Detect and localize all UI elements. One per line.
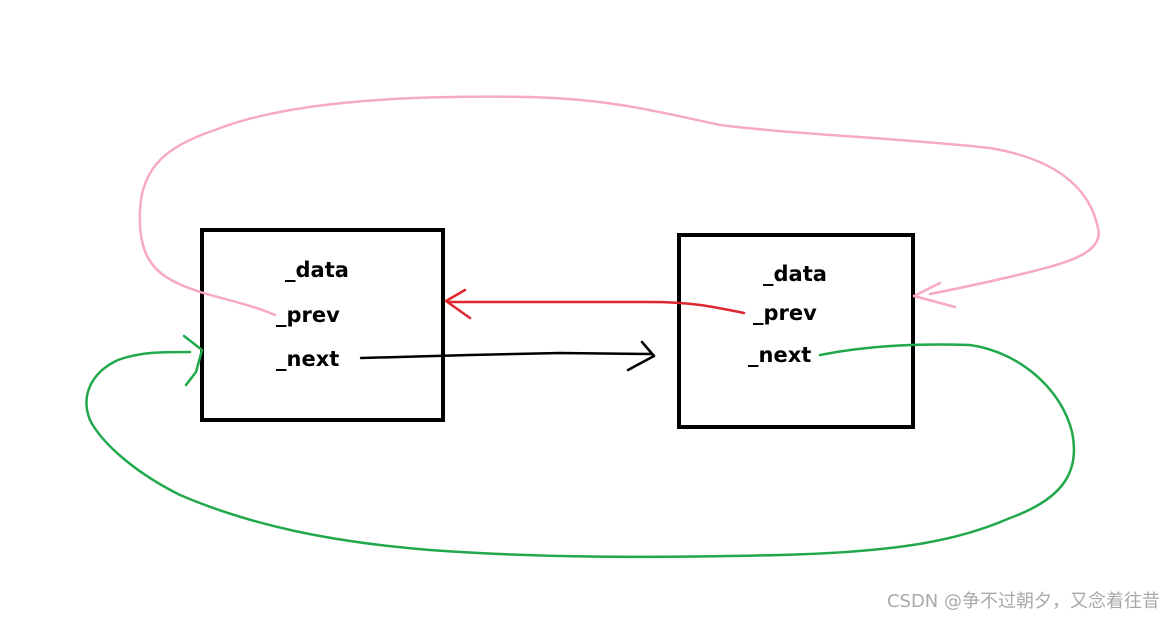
- node-2-box: [677, 233, 915, 429]
- node-1-prev-field: _prev: [276, 303, 340, 327]
- next-arrow-line: [359, 351, 654, 360]
- next-arrow-head: [626, 340, 656, 372]
- head-prev-loop: [138, 95, 1100, 317]
- tail-next-loop-head: [182, 334, 204, 387]
- node-1-box: [200, 228, 445, 422]
- node-1-next-field: _next: [276, 347, 339, 371]
- prev-arrow: [444, 288, 746, 320]
- head-prev-loop-line: [138, 95, 1100, 317]
- node-2-next-field: _next: [748, 343, 811, 367]
- prev-arrow-head: [444, 288, 472, 320]
- node-1: _data _prev _next: [200, 228, 445, 422]
- node-2-prev-field: _prev: [753, 301, 817, 325]
- watermark: CSDN @争不过朝夕，又念着往昔: [886, 591, 1160, 612]
- tail-next-loop: [85, 334, 1076, 559]
- head-prev-loop-head: [912, 281, 957, 309]
- prev-arrow-line: [446, 300, 746, 315]
- next-arrow: [359, 340, 656, 372]
- node-2-data-field: _data: [763, 262, 827, 286]
- node-1-data-field: _data: [285, 258, 349, 282]
- node-2: _data _prev _next: [677, 233, 915, 429]
- tail-next-loop-line: [85, 343, 1076, 559]
